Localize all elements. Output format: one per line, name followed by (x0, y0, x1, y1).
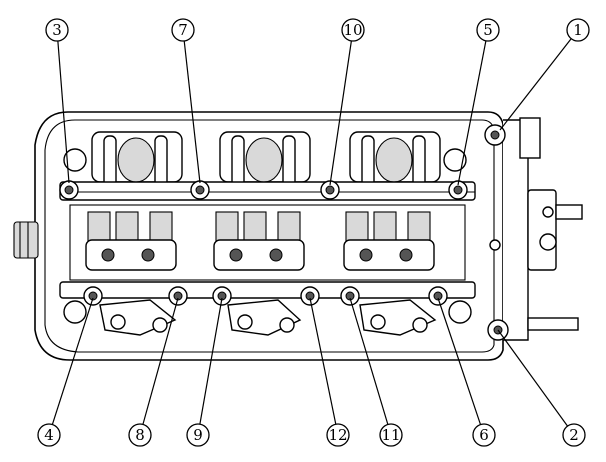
callout-label-12: 12 (328, 426, 347, 444)
upper-cam-row (59, 131, 476, 201)
callout-circle-4 (37, 423, 61, 447)
callout-circle-6 (472, 423, 496, 447)
lower-rocker-row (99, 299, 437, 336)
leader-line-7 (183, 40, 201, 184)
callout-label-10: 10 (343, 21, 362, 39)
callout-circle-7 (171, 18, 195, 42)
leader-line-2 (497, 329, 569, 427)
callout-9: 9 (186, 297, 223, 447)
callout-label-11: 11 (381, 426, 400, 444)
callout-circle-5 (476, 18, 500, 42)
callout-circle-9 (186, 423, 210, 447)
callout-5: 5 (457, 18, 500, 186)
callout-label-3: 3 (52, 21, 62, 39)
callout-label-5: 5 (483, 21, 493, 39)
callout-1: 1 (499, 18, 590, 131)
leader-line-8 (142, 297, 179, 425)
valve-row (59, 204, 476, 299)
leader-line-1 (499, 38, 572, 131)
leader-line-3 (57, 40, 70, 184)
callout-label-1: 1 (573, 21, 583, 39)
callout-3: 3 (45, 18, 70, 184)
callout-circle-12 (326, 423, 350, 447)
leader-line-5 (457, 40, 487, 186)
callout-7: 7 (171, 18, 201, 184)
leader-line-11 (349, 297, 389, 425)
callout-label-7: 7 (178, 21, 188, 39)
callout-label-8: 8 (135, 426, 145, 444)
leader-line-12 (309, 297, 337, 425)
cylinder-head-body (13, 111, 504, 361)
callout-circle-3 (45, 18, 69, 42)
callout-12: 12 (309, 297, 350, 447)
callout-8: 8 (128, 297, 179, 447)
callout-circle-1 (566, 18, 590, 42)
callout-10: 10 (329, 18, 365, 186)
leader-line-10 (329, 40, 352, 186)
callout-6: 6 (437, 297, 496, 447)
callout-circle-8 (128, 423, 152, 447)
callout-4: 4 (37, 297, 94, 447)
callout-label-2: 2 (569, 426, 579, 444)
timing-end-bracket (489, 117, 583, 341)
callout-label-6: 6 (479, 426, 489, 444)
callout-2: 2 (497, 329, 586, 447)
callout-circle-11 (379, 423, 403, 447)
leader-line-9 (199, 297, 223, 425)
callouts: 3 7 10 5 1 4 8 9 12 11 6 2 (37, 18, 590, 447)
leader-line-6 (437, 297, 482, 425)
callout-label-9: 9 (193, 426, 203, 444)
callout-label-4: 4 (44, 426, 54, 444)
callout-circle-10 (341, 18, 365, 42)
callout-circle-2 (562, 423, 586, 447)
callout-11: 11 (349, 297, 403, 447)
leader-line-4 (51, 297, 94, 425)
